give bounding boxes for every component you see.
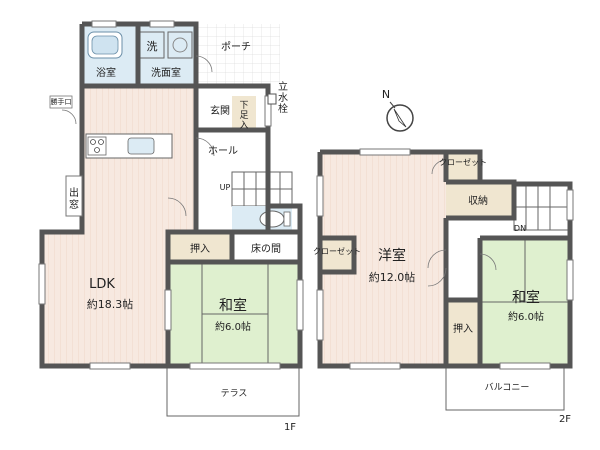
tokonoma-floor xyxy=(232,232,300,262)
faucet-icon xyxy=(267,93,277,105)
closet-left-floor xyxy=(320,238,354,272)
windows-2f xyxy=(316,148,574,370)
doors-2f xyxy=(427,159,497,287)
ldk-label: LDK xyxy=(89,277,115,292)
floor-2: クローゼット クローゼット 収納 DN 洋室 約12.0帖 和室 約6.0帖 押… xyxy=(313,148,574,425)
stair-up-label: UP xyxy=(220,183,231,192)
floor-1-label: 1F xyxy=(284,422,296,433)
youshitsu-label: 洋室 xyxy=(378,247,406,264)
ldk-size-label: 約18.3帖 xyxy=(87,297,134,311)
stair-dn-label: DN xyxy=(514,224,526,233)
youshitsu-size-label: 約12.0帖 xyxy=(369,270,416,284)
tatami-lines-2f xyxy=(480,238,570,303)
porch-area xyxy=(196,24,280,86)
oshiire-label: 押入 xyxy=(190,242,210,255)
stairs-1f xyxy=(231,171,293,207)
stairs-2f xyxy=(513,183,571,231)
closet-left-label: クローゼット xyxy=(313,246,361,256)
washer-label: 洗 xyxy=(147,40,158,53)
bay-window-label: 出窓 xyxy=(69,186,79,211)
washitsu-label: 和室 xyxy=(219,297,247,314)
balcony-label: バルコニー xyxy=(485,382,530,393)
bath-label: 浴室 xyxy=(96,66,116,79)
washitsu-2f-size-label: 約6.0帖 xyxy=(508,310,544,323)
porch-label: ポーチ xyxy=(221,41,251,53)
oshiire-2f-floor xyxy=(446,300,480,366)
back-door-step xyxy=(49,95,73,109)
faucet-label: 立水栓 xyxy=(278,80,288,115)
stove-icon xyxy=(87,136,107,156)
oshiire-floor xyxy=(168,232,232,262)
storage-floor xyxy=(446,182,514,218)
sink-icon xyxy=(167,31,193,59)
oshiire-2f-label: 押入 xyxy=(453,322,473,335)
storage-label: 収納 xyxy=(468,194,488,207)
doors-1f xyxy=(61,55,215,217)
kitchen-sink-icon xyxy=(127,137,155,155)
washitsu-size-label: 約6.0帖 xyxy=(215,320,251,333)
closet-top-floor xyxy=(446,152,480,182)
compass-north-label: N xyxy=(382,88,390,101)
floor-1: 浴室 洗面室 洗 ポーチ 勝手口 玄関 ホール UP LDK 約18.3帖 押入… xyxy=(38,20,304,433)
shoe-box-label: 下足入 xyxy=(239,101,248,131)
terrace-label: テラス xyxy=(221,388,248,399)
tatami-lines xyxy=(201,262,269,366)
shoe-box-floor xyxy=(232,96,256,130)
washroom-label: 洗面室 xyxy=(151,66,181,79)
closet-top-label: クローゼット xyxy=(439,157,487,167)
washitsu-2f-label: 和室 xyxy=(512,289,540,306)
entrance-label: 玄関 xyxy=(210,104,230,117)
floor-2-label: 2F xyxy=(559,414,571,425)
back-door-label: 勝手口 xyxy=(51,97,72,106)
hall-label: ホール xyxy=(208,145,238,157)
tokonoma-label: 床の間 xyxy=(251,242,281,255)
compass: N xyxy=(382,88,414,132)
toilet-icon xyxy=(259,210,285,228)
